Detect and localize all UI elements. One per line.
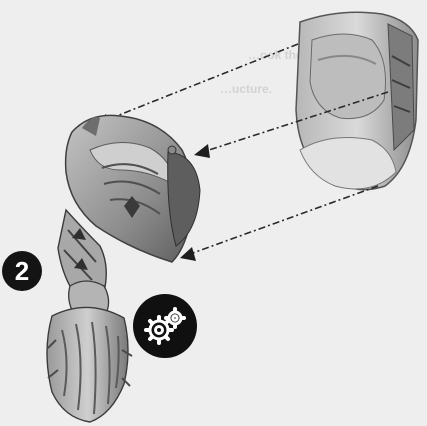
tassel-part bbox=[47, 281, 132, 422]
inner-shoulder-part bbox=[296, 12, 418, 189]
gears-glyph bbox=[133, 294, 197, 358]
step-number-badge: 2 bbox=[2, 251, 42, 291]
gears-icon bbox=[133, 294, 197, 358]
